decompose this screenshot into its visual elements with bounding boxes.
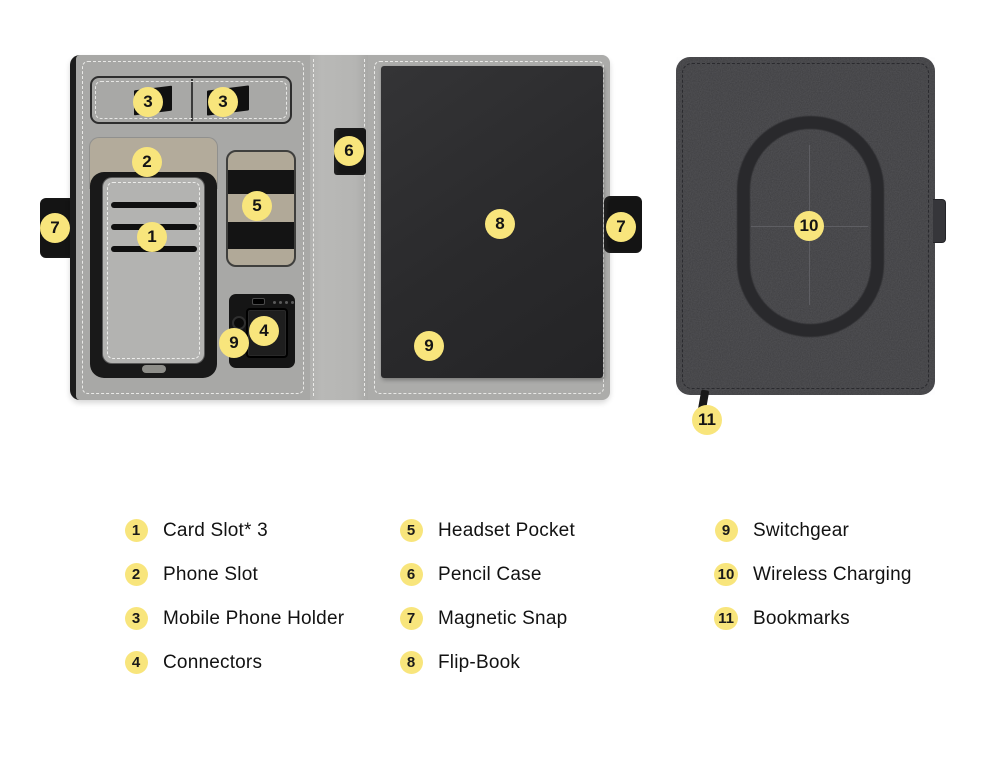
legend-badge-box: 3 <box>122 607 150 630</box>
legend-badge: 9 <box>714 519 738 542</box>
legend-badge-box: 1 <box>122 519 150 542</box>
legend-label: Wireless Charging <box>753 563 912 585</box>
legend-badge: 1 <box>124 519 148 542</box>
legend-badge-box: 10 <box>712 563 740 586</box>
legend-item-switchgear: 9 Switchgear <box>712 519 912 542</box>
callout-switchgear-book: 9 <box>414 331 444 361</box>
elastic-band <box>228 170 294 194</box>
legend-badge: 11 <box>714 607 738 630</box>
legend-item-bookmarks: 11 Bookmarks <box>712 607 912 630</box>
legend-label: Phone Slot <box>163 563 258 585</box>
callout-flip-book: 8 <box>485 209 515 239</box>
card-slot-panel <box>103 178 204 363</box>
legend-item-flip-book: 8 Flip-Book <box>397 651 575 674</box>
legend-badge-box: 4 <box>122 651 150 674</box>
usb-port <box>252 298 265 305</box>
legend-badge-box: 6 <box>397 563 425 586</box>
legend-badge-box: 7 <box>397 607 425 630</box>
legend-item-card-slot: 1 Card Slot* 3 <box>122 519 344 542</box>
legend-badge-box: 11 <box>712 607 740 630</box>
legend-label: Magnetic Snap <box>438 607 568 629</box>
legend-badge-box: 9 <box>712 519 740 542</box>
callout-connectors: 4 <box>249 316 279 346</box>
legend-item-magnetic-snap: 7 Magnetic Snap <box>397 607 575 630</box>
legend-item-connectors: 4 Connectors <box>122 651 344 674</box>
legend-item-wireless-charging: 10 Wireless Charging <box>712 563 912 586</box>
callout-magnetic-snap-left: 7 <box>40 213 70 243</box>
legend-badge: 8 <box>399 651 423 674</box>
callout-card-slot: 1 <box>137 222 167 252</box>
callout-wireless-charging: 10 <box>794 211 824 241</box>
legend-badge: 7 <box>399 607 423 630</box>
legend-badge: 3 <box>124 607 148 630</box>
legend-label: Bookmarks <box>753 607 850 629</box>
closure-tab <box>933 199 946 243</box>
card-slot <box>111 202 197 208</box>
legend-item-pencil-case: 6 Pencil Case <box>397 563 575 586</box>
callout-phone-holder-right: 3 <box>208 87 238 117</box>
legend-label: Pencil Case <box>438 563 542 585</box>
callout-headset-pocket: 5 <box>242 191 272 221</box>
legend-badge: 2 <box>124 563 148 586</box>
callout-pencil-case: 6 <box>334 136 364 166</box>
legend-badge: 6 <box>399 563 423 586</box>
callout-magnetic-snap-right: 7 <box>606 212 636 242</box>
legend-item-phone-slot: 2 Phone Slot <box>122 563 344 586</box>
legend-badge-box: 2 <box>122 563 150 586</box>
legend-label: Card Slot* 3 <box>163 519 268 541</box>
phone-home-button <box>141 365 166 373</box>
callout-switchgear-module: 9 <box>219 328 249 358</box>
legend-label: Mobile Phone Holder <box>163 607 345 629</box>
legend-column-3: 9 Switchgear 10 Wireless Charging 11 Boo… <box>712 519 912 651</box>
legend-badge: 4 <box>124 651 148 674</box>
legend-label: Flip-Book <box>438 651 521 673</box>
holder-strip-divider <box>191 79 193 121</box>
legend-label: Headset Pocket <box>438 519 575 541</box>
legend-label: Connectors <box>163 651 263 673</box>
callout-bookmarks: 11 <box>692 405 722 435</box>
organizer-spine <box>310 55 368 400</box>
elastic-band <box>228 222 294 249</box>
callout-phone-holder-left: 3 <box>133 87 163 117</box>
notebook-stitching <box>682 63 929 389</box>
legend-item-headset-pocket: 5 Headset Pocket <box>397 519 575 542</box>
mobile-phone-holder-strip <box>90 76 292 124</box>
callout-phone-slot: 2 <box>132 147 162 177</box>
legend-column-2: 5 Headset Pocket 6 Pencil Case 7 Magneti… <box>397 519 575 695</box>
legend-item-mobile-phone-holder: 3 Mobile Phone Holder <box>122 607 344 630</box>
legend-badge-box: 8 <box>397 651 425 674</box>
legend-badge: 10 <box>713 563 739 586</box>
legend-badge-box: 5 <box>397 519 425 542</box>
led-indicators <box>273 301 294 304</box>
legend-badge: 5 <box>399 519 423 542</box>
legend-column-1: 1 Card Slot* 3 2 Phone Slot 3 Mobile Pho… <box>122 519 344 695</box>
legend-label: Switchgear <box>753 519 849 541</box>
